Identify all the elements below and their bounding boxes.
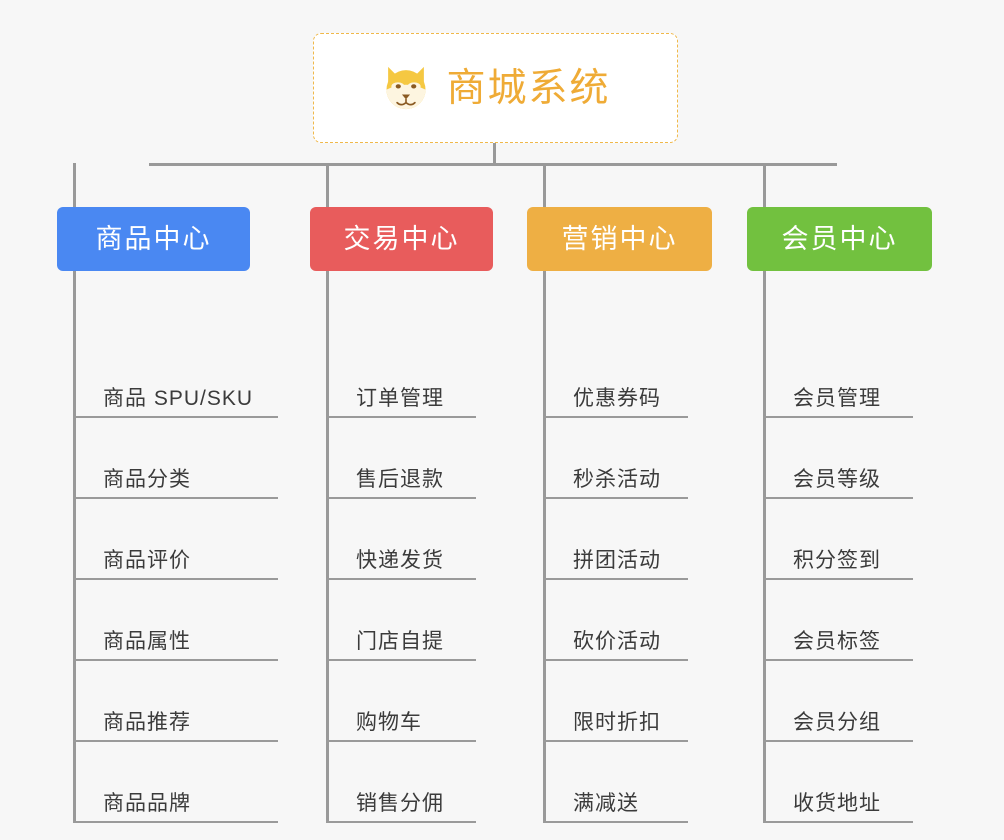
leaf-item-underline — [326, 740, 476, 742]
leaf-item-label: 销售分佣 — [356, 792, 444, 815]
leaf-item-underline — [326, 578, 476, 580]
leaf-item-label: 满减送 — [573, 792, 639, 815]
leaf-item[interactable]: 商品属性 — [73, 580, 278, 661]
leaf-item-label: 商品属性 — [103, 630, 191, 653]
leaf-item[interactable]: 门店自提 — [326, 580, 476, 661]
leaf-item-label: 会员等级 — [793, 468, 881, 491]
leaf-item-label: 订单管理 — [356, 387, 444, 410]
leaf-item-label: 收货地址 — [793, 792, 881, 815]
leaf-item-underline — [763, 821, 913, 823]
leaf-item[interactable]: 会员分组 — [763, 661, 913, 742]
leaf-item[interactable]: 购物车 — [326, 661, 476, 742]
leaf-item[interactable]: 商品评价 — [73, 499, 278, 580]
leaf-item[interactable]: 秒杀活动 — [543, 418, 688, 499]
leaf-item-underline — [763, 497, 913, 499]
leaf-item-underline — [543, 821, 688, 823]
leaf-item[interactable]: 商品品牌 — [73, 742, 278, 823]
leaf-item[interactable]: 会员管理 — [763, 337, 913, 418]
leaf-item-underline — [326, 659, 476, 661]
leaf-item-underline — [326, 821, 476, 823]
leaf-item[interactable]: 快递发货 — [326, 499, 476, 580]
root-title: 商城系统 — [446, 66, 611, 110]
leaf-item-label: 限时折扣 — [573, 711, 661, 734]
connector-branch-stem-4 — [763, 163, 766, 208]
connector-trunk-4 — [763, 271, 766, 823]
category-label: 交易中心 — [343, 223, 460, 254]
connector-branch-stem-3 — [543, 163, 546, 208]
leaf-item-label: 购物车 — [356, 711, 422, 734]
leaf-item[interactable]: 拼团活动 — [543, 499, 688, 580]
connector-root-stem — [493, 143, 496, 164]
leaf-item-underline — [543, 416, 688, 418]
leaf-item[interactable]: 会员等级 — [763, 418, 913, 499]
connector-trunk-1 — [73, 271, 76, 823]
category-node-2[interactable]: 交易中心 — [310, 207, 493, 271]
connector-trunk-3 — [543, 271, 546, 823]
leaf-item-label: 优惠券码 — [573, 387, 661, 410]
leaf-item-label: 商品推荐 — [103, 711, 191, 734]
leaf-column-3: 优惠券码秒杀活动拼团活动砍价活动限时折扣满减送 — [543, 271, 698, 823]
leaf-item-label: 商品 SPU/SKU — [103, 387, 254, 410]
leaf-item-underline — [543, 740, 688, 742]
leaf-item[interactable]: 会员标签 — [763, 580, 913, 661]
leaf-item[interactable]: 订单管理 — [326, 337, 476, 418]
category-label: 会员中心 — [781, 223, 898, 254]
leaf-item[interactable]: 砍价活动 — [543, 580, 688, 661]
leaf-item-underline — [73, 578, 278, 580]
leaf-item[interactable]: 限时折扣 — [543, 661, 688, 742]
leaf-item[interactable]: 积分签到 — [763, 499, 913, 580]
leaf-item-label: 商品分类 — [103, 468, 191, 491]
leaf-item-underline — [326, 497, 476, 499]
connector-horizontal-bus — [149, 163, 837, 166]
leaf-item-underline — [763, 740, 913, 742]
leaf-item[interactable]: 商品 SPU/SKU — [73, 337, 278, 418]
leaf-item-label: 砍价活动 — [573, 630, 661, 653]
leaf-item-underline — [543, 659, 688, 661]
leaf-item[interactable]: 优惠券码 — [543, 337, 688, 418]
leaf-item-label: 会员标签 — [793, 630, 881, 653]
leaf-item-underline — [73, 821, 278, 823]
connector-branch-stem-2 — [326, 163, 329, 208]
leaf-item-underline — [763, 578, 913, 580]
leaf-column-4: 会员管理会员等级积分签到会员标签会员分组收货地址 — [763, 271, 923, 823]
leaf-item-underline — [543, 578, 688, 580]
connector-branch-stem-1 — [73, 163, 76, 208]
category-node-3[interactable]: 营销中心 — [527, 207, 712, 271]
leaf-item-label: 售后退款 — [356, 468, 444, 491]
leaf-item-underline — [763, 659, 913, 661]
leaf-item-underline — [763, 416, 913, 418]
leaf-item-label: 快递发货 — [356, 549, 444, 572]
shiba-dog-icon — [380, 62, 432, 114]
leaf-item[interactable]: 收货地址 — [763, 742, 913, 823]
leaf-item[interactable]: 商品推荐 — [73, 661, 278, 742]
leaf-item[interactable]: 满减送 — [543, 742, 688, 823]
leaf-item-label: 会员管理 — [793, 387, 881, 410]
leaf-item-label: 会员分组 — [793, 711, 881, 734]
leaf-column-1: 商品 SPU/SKU 商品分类商品评价商品属性商品推荐商品品牌 — [73, 271, 288, 823]
leaf-item-label: 积分签到 — [793, 549, 881, 572]
leaf-item-underline — [73, 416, 278, 418]
root-node[interactable]: 商城系统 — [313, 33, 678, 143]
leaf-item[interactable]: 商品分类 — [73, 418, 278, 499]
leaf-item[interactable]: 售后退款 — [326, 418, 476, 499]
leaf-column-2: 订单管理售后退款快递发货门店自提购物车销售分佣 — [326, 271, 486, 823]
leaf-item-label: 拼团活动 — [573, 549, 661, 572]
leaf-item-label: 秒杀活动 — [573, 468, 661, 491]
leaf-item-underline — [73, 740, 278, 742]
leaf-item-underline — [326, 416, 476, 418]
leaf-item-label: 门店自提 — [356, 630, 444, 653]
leaf-item-label: 商品评价 — [103, 549, 191, 572]
leaf-item[interactable]: 销售分佣 — [326, 742, 476, 823]
category-label: 营销中心 — [561, 223, 678, 254]
category-node-4[interactable]: 会员中心 — [747, 207, 932, 271]
leaf-item-underline — [543, 497, 688, 499]
category-label: 商品中心 — [95, 223, 212, 254]
leaf-item-label: 商品品牌 — [103, 792, 191, 815]
category-node-1[interactable]: 商品中心 — [57, 207, 250, 271]
leaf-item-underline — [73, 497, 278, 499]
leaf-item-underline — [73, 659, 278, 661]
connector-trunk-2 — [326, 271, 329, 823]
